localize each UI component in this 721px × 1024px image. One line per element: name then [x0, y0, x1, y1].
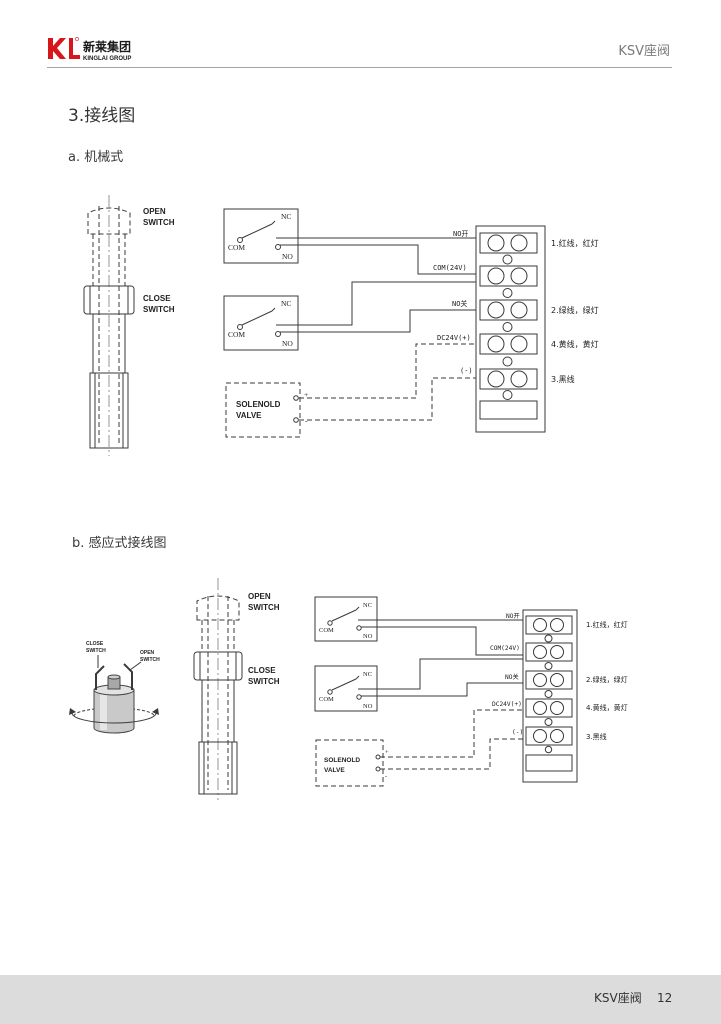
open-switch-label: OPEN: [248, 592, 271, 601]
terminal-input-label: DC24V(+): [437, 334, 471, 342]
wire-no-close: [280, 309, 476, 333]
close-switch-label: CLOSE: [248, 666, 276, 675]
terminal-input-label: COM(24V): [433, 264, 467, 272]
open-switch-label: OPEN: [143, 207, 166, 216]
valve-stem: [83, 195, 135, 456]
terminal-output-label: 1.红线，红灯: [586, 620, 628, 629]
wire-com-2: [358, 658, 523, 690]
subsection-mechanical-title: a. 机械式: [68, 150, 124, 165]
close-switch-label: CLOSE: [143, 294, 171, 303]
rotation-arrow-icon: [69, 708, 76, 715]
terminal-block: [522, 609, 578, 783]
plus-label: +: [385, 749, 389, 756]
wire-dc24v-plus: [299, 343, 476, 399]
sensor-open-switch-label: SWITCH: [140, 657, 160, 663]
minus-label: -: [305, 416, 308, 425]
wire-minus: [299, 377, 476, 421]
nc-label: NC: [281, 212, 291, 221]
header-divider: [47, 67, 672, 68]
solenoid-valve: SOLENOLD VALVE + -: [315, 739, 389, 787]
valve-stem: [193, 578, 243, 800]
solenoid-valve: SOLENOLD VALVE + -: [225, 382, 308, 438]
wires: [358, 619, 523, 770]
logo-mark-k: [48, 38, 66, 59]
nc-label: NC: [363, 671, 372, 678]
page-footer: KSV座阀 12: [0, 975, 721, 1024]
terminal-output-label: 4.黄线，黄灯: [586, 703, 628, 712]
registered-icon: [75, 37, 79, 41]
wiring-diagram-mechanical: OPEN SWITCH CLOSE SWITCH NC COM NO NC CO…: [83, 195, 599, 456]
terminal-input-label: NO关: [452, 299, 467, 308]
close-switch-label: SWITCH: [143, 305, 175, 314]
no-label: NO: [363, 633, 373, 640]
com-label: COM: [228, 243, 245, 252]
solenoid-label: VALVE: [324, 767, 345, 774]
wire-minus: [380, 738, 523, 770]
open-limit-switch: NC COM NO: [223, 208, 299, 264]
solenoid-label: VALVE: [236, 411, 262, 420]
no-label: NO: [282, 339, 293, 348]
nc-label: NC: [281, 299, 291, 308]
sensor-close-switch-label: CLOSE: [86, 641, 104, 647]
open-switch-label: SWITCH: [248, 603, 280, 612]
wire-no-close: [361, 682, 523, 697]
wire-dc24v-plus: [380, 709, 523, 758]
sensor-open-switch-label: OPEN: [140, 650, 155, 656]
kinglai-logo: 新莱集团 KINGLAI GROUP: [48, 37, 131, 62]
close-limit-switch: NC COM NO: [223, 295, 299, 351]
terminal-block: [475, 225, 546, 433]
terminal-output-label: 2.绿线，绿灯: [551, 305, 599, 315]
terminal-output-label: 1.红线，红灯: [551, 238, 599, 248]
section-title: 3.接线图: [68, 106, 136, 126]
footer-product-name: KSV座阀: [594, 991, 642, 1005]
rotation-arrow-icon: [152, 708, 159, 715]
wiring-diagram-inductive: CLOSE SWITCH OPEN SWITCH OPEN SWITCH CLO…: [69, 578, 628, 800]
logo-name-en: KINGLAI GROUP: [83, 56, 131, 62]
wires: [276, 237, 476, 421]
open-switch-label: SWITCH: [143, 218, 175, 227]
solenoid-label: SOLENOLD: [324, 757, 360, 764]
no-label: NO: [363, 703, 373, 710]
wire-com-2: [276, 281, 476, 326]
com-label: COM: [319, 696, 334, 703]
terminal-input-label: NO开: [506, 613, 520, 620]
terminal-input-label: NO开: [453, 230, 468, 238]
page-number: 12: [657, 991, 673, 1005]
terminal-input-label: NO关: [505, 673, 519, 681]
terminal-output-label: 4.黄线，黄灯: [551, 339, 599, 349]
terminal-input-label: COM(24V): [490, 645, 520, 652]
logo-name-cn: 新莱集团: [83, 39, 131, 54]
sensor-close-switch-label: SWITCH: [86, 648, 106, 654]
open-sensor-switch: NC COM NO: [314, 596, 378, 642]
subsection-inductive-title: b. 感应式接线图: [72, 536, 167, 551]
com-label: COM: [319, 627, 334, 634]
terminal-input-label: (-): [512, 729, 523, 736]
wire-com-1: [361, 626, 523, 656]
nc-label: NC: [363, 602, 372, 609]
logo-mark-l: [69, 38, 80, 59]
terminal-output-label: 3.黑线: [551, 374, 575, 384]
plus-label: +: [304, 390, 308, 399]
wire-com-1: [280, 244, 476, 275]
terminal-input-label: DC24V(+): [492, 701, 522, 708]
minus-label: -: [385, 773, 387, 780]
terminal-output-label: 2.绿线，绿灯: [586, 675, 628, 684]
close-switch-label: SWITCH: [248, 677, 280, 686]
terminal-output-label: 3.黑线: [586, 732, 607, 741]
solenoid-label: SOLENOLD: [236, 400, 281, 409]
terminal-input-label: (-): [460, 367, 473, 375]
com-label: COM: [228, 330, 245, 339]
no-label: NO: [282, 252, 293, 261]
header-product-name: KSV座阀: [618, 44, 670, 59]
inductive-sensor-illustration: CLOSE SWITCH OPEN SWITCH: [69, 641, 160, 734]
